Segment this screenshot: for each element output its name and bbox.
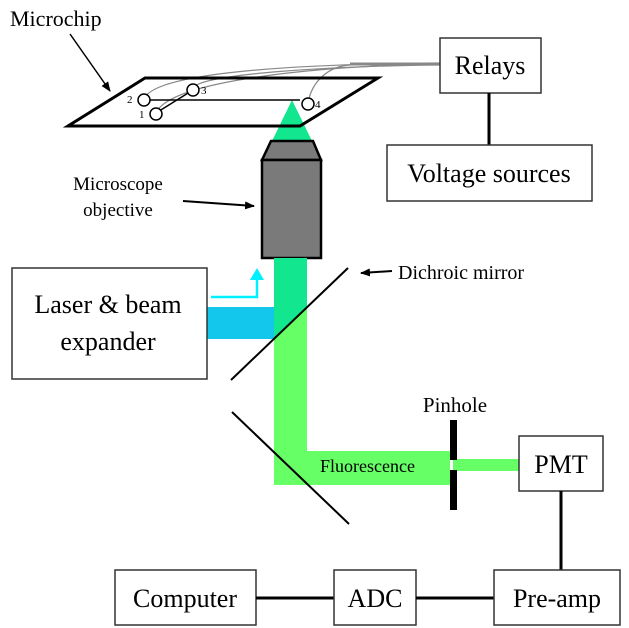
pinhole-lower-blade [450,470,457,510]
fold-mirror [231,411,350,525]
objective-label-line1: Microscope [73,174,163,195]
reservoir-label-1: 1 [139,109,145,121]
laser-label-line2: expander [60,327,156,356]
microchip-pointer-arrow [69,33,111,92]
microchip-label: Microchip [10,6,102,31]
reservoir-3 [186,83,200,97]
reservoir-1 [149,107,163,121]
reservoir-label-3: 3 [201,85,207,97]
excitation-beam-upper [274,258,307,306]
adc-label: ADC [348,584,403,613]
pinhole-upper-blade [450,420,457,460]
dichroic-pointer-arrow [360,268,393,277]
reservoir-label-2: 2 [127,94,133,106]
pmt-label: PMT [534,450,588,479]
pinhole-label: Pinhole [423,393,487,417]
focused-beam-cone [272,100,312,141]
voltage-sources-label: Voltage sources [407,159,570,188]
fluorescence-beam-path [274,306,450,485]
relay-wires [143,62,441,114]
preamp-box [493,569,621,626]
dichroic-mirror [230,267,349,381]
reservoir-4 [301,97,315,111]
pmt-box [518,435,604,492]
dichroic-mirror-label: Dichroic mirror [398,262,524,284]
computer-box [114,569,257,626]
objective-pointer-arrow [182,200,255,210]
microscope-objective [260,139,323,260]
preamp-label: Pre-amp [513,584,601,613]
adc-box [333,569,417,626]
fluorescence-label: Fluorescence [320,456,415,476]
relays-box [439,37,542,94]
computer-label: Computer [133,584,237,613]
fluorescence-beam-after-pinhole [453,459,519,471]
reservoirs [137,83,315,121]
voltage-sources-box [386,144,593,202]
laser-label-line1: Laser & beam [34,290,181,319]
objective-label-line2: objective [83,200,153,221]
laser-box [11,267,208,380]
laser-beam [207,307,274,339]
injection-channel [155,89,194,114]
reservoir-2 [137,93,151,107]
microchip-plate [62,76,384,128]
cyan-direction-arrow [211,268,264,299]
relays-label: Relays [455,51,526,80]
reservoir-label-4: 4 [315,99,321,111]
